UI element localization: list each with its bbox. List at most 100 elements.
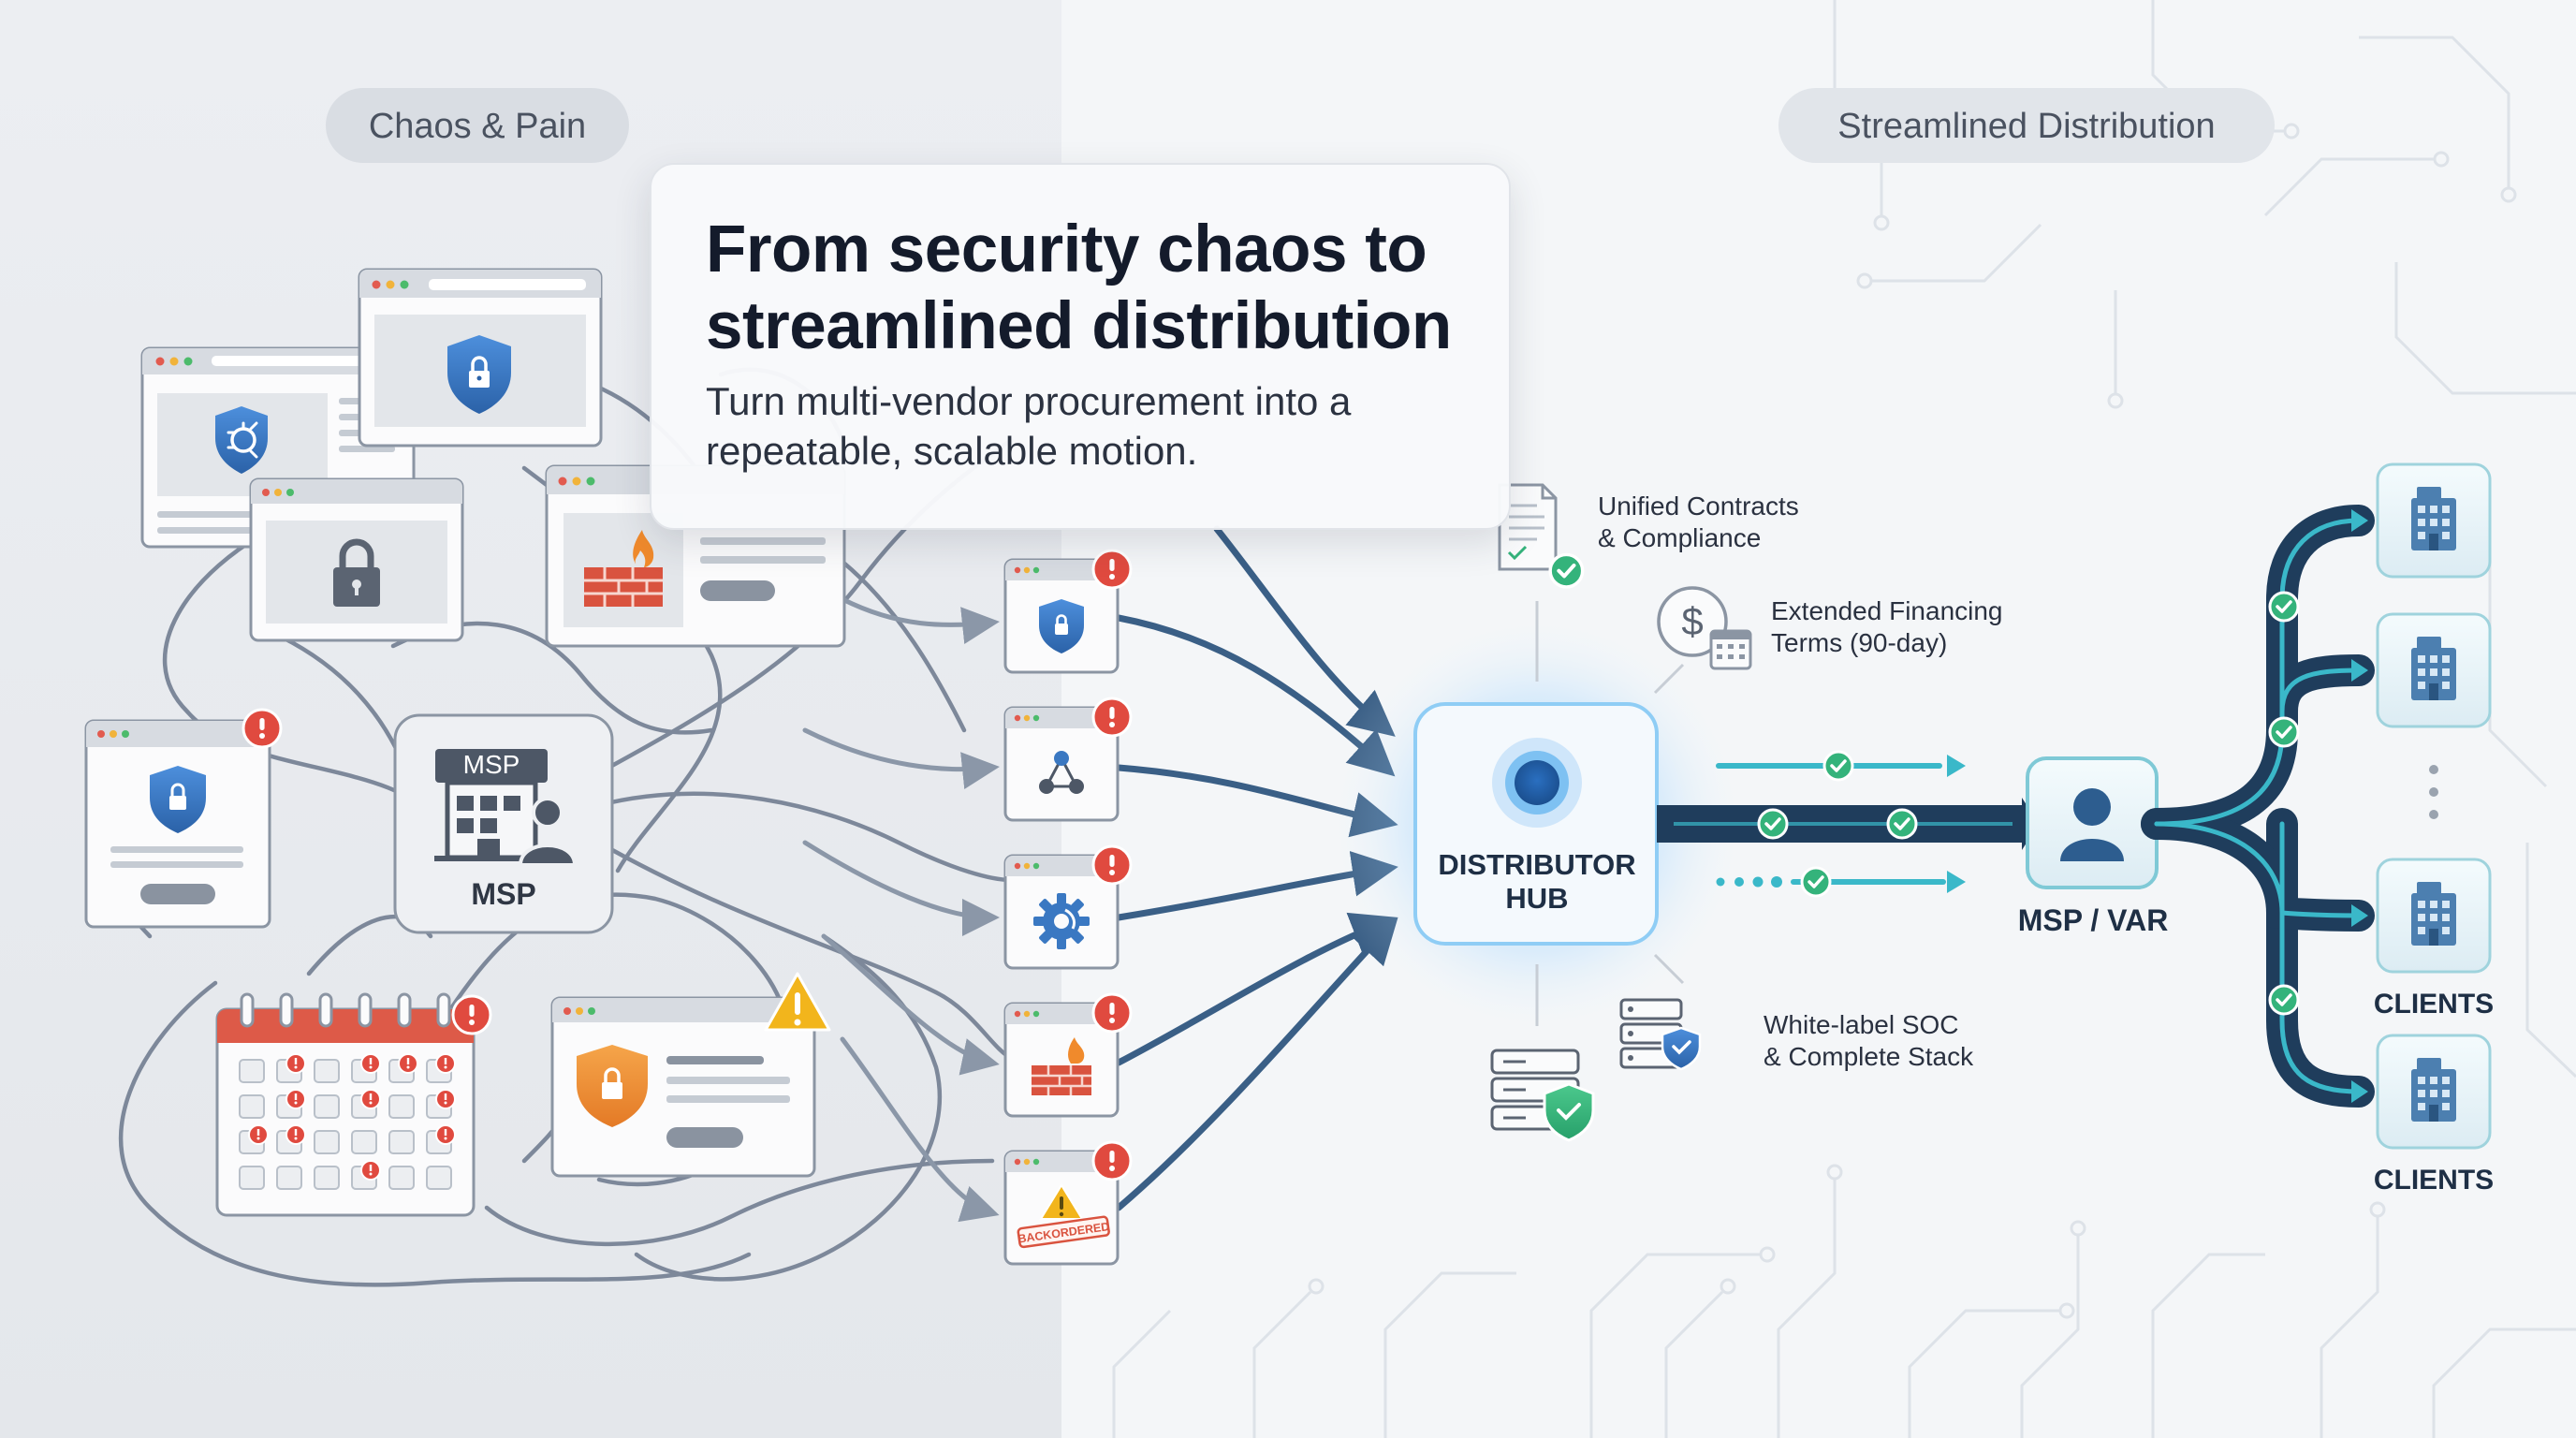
alert-icon [1091, 549, 1133, 590]
subtitle-line1: Turn multi-vendor procurement into a [706, 379, 1352, 423]
calendar-cell [314, 1166, 340, 1190]
vendor-tile-backordered: BACKORDERED [1003, 1140, 1133, 1266]
server-shield-icon [1619, 998, 1702, 1071]
vendor-window-shield-lock [358, 268, 603, 448]
calendar-cell [426, 1166, 452, 1190]
check-icon [1822, 750, 1854, 782]
client-tile [2376, 462, 2492, 579]
calendar-alert-dot [285, 1053, 306, 1074]
check-icon [2268, 591, 2300, 623]
title-line1: From security chaos to [706, 213, 1427, 286]
calendar-cell [388, 1130, 415, 1154]
calendar-cell [276, 1166, 302, 1190]
msp-building-icon [434, 749, 578, 867]
vendor-window-warning [550, 972, 831, 1178]
check-icon [1800, 866, 1832, 898]
alert-icon [451, 994, 492, 1035]
warning-icon [764, 972, 831, 1032]
msp-sign-text: MSP [463, 750, 520, 779]
calendar-alert-dot [285, 1124, 306, 1145]
calendar-card [215, 992, 492, 1217]
firewall-icon [1032, 1037, 1091, 1095]
left-section-pill: Chaos & Pain [326, 88, 629, 163]
financing-calendar-icon: $ [1657, 586, 1752, 670]
hub-to-msp-flow [1657, 750, 2039, 898]
hub-label-line2: HUB [1505, 882, 1568, 915]
msp-var-node: MSP / VAR [2018, 756, 2169, 937]
check-icon [2268, 984, 2300, 1016]
calendar-cell [239, 1059, 265, 1083]
clients-label-upper: CLIENTS [2374, 989, 2494, 1020]
alert-icon [1091, 1140, 1133, 1181]
network-icon [1039, 751, 1084, 794]
calendar-cell [314, 1130, 340, 1154]
calendar-alert-dot [435, 1053, 456, 1074]
hub-benefit-connectors [1535, 601, 1685, 1026]
benefit-extended-financing: Extended Financing Terms (90-day) [1771, 596, 2003, 657]
msp-label: MSP [471, 877, 535, 911]
subtitle-line2: repeatable, scalable motion. [706, 429, 1198, 473]
hub-label-line1: DISTRIBUTOR [1438, 848, 1635, 881]
calendar-alert-dot [435, 1124, 456, 1145]
client-tiles [2376, 462, 2492, 1150]
msp-building-card: MSP MSP [393, 713, 614, 934]
vendor-tile-shield [1003, 549, 1133, 674]
check-icon [1757, 808, 1789, 840]
calendar-cell [239, 1166, 265, 1190]
lock-shield-icon [447, 335, 511, 414]
lock-shield-icon [150, 766, 206, 833]
calendar-alert-dot [360, 1053, 381, 1074]
client-tile [2376, 1034, 2492, 1150]
page-subtitle: Turn multi-vendor procurement into a rep… [706, 376, 1509, 476]
contract-check-icon [1498, 483, 1583, 587]
client-tile [2376, 612, 2492, 728]
vendor-tile-firewall [1003, 992, 1133, 1118]
shield-icon [1039, 599, 1084, 653]
right-section-label: Streamlined Distribution [1837, 107, 2215, 146]
left-section-label: Chaos & Pain [369, 107, 586, 146]
distributor-hub: DISTRIBUTOR HUB [1322, 609, 1752, 1039]
calendar-alert-dot [285, 1089, 306, 1109]
benefit-label-line1: White-label SOC [1764, 1010, 1959, 1039]
msp-var-label: MSP / VAR [2018, 903, 2169, 937]
calendar-cell [314, 1094, 340, 1119]
calendar-alert-dot [435, 1089, 456, 1109]
vendor-window-shield-alert [84, 708, 283, 929]
vendor-tile-network [1003, 697, 1133, 822]
bug-shield-icon [215, 406, 268, 474]
calendar-cell [239, 1094, 265, 1119]
client-tile [2376, 858, 2492, 974]
calendar-grid [239, 1053, 456, 1190]
benefit-white-label-soc: White-label SOC & Complete Stack [1764, 1010, 1974, 1071]
calendar-cell [388, 1166, 415, 1190]
benefit-unified-contracts: Unified Contracts & Compliance [1598, 492, 1799, 552]
gear-icon [1033, 893, 1090, 949]
calendar-cell [388, 1094, 415, 1119]
benefit-label-line2: & Compliance [1598, 523, 1761, 552]
page-title: From security chaos to streamlined distr… [706, 212, 1509, 365]
alert-icon [1091, 992, 1133, 1034]
check-icon [1886, 808, 1918, 840]
server-shield-check-icon [1490, 1049, 1595, 1142]
benefit-label-line1: Extended Financing [1771, 596, 2003, 625]
client-distribution-tree [2141, 505, 2375, 1108]
title-line2: streamlined distribution [706, 289, 1452, 363]
svg-text:$: $ [1681, 599, 1703, 643]
clients-label-lower: CLIENTS [2374, 1165, 2494, 1196]
benefit-label-line2: & Complete Stack [1764, 1042, 1974, 1071]
padlock-icon [333, 538, 380, 607]
circuit-traces-decoration [1112, 0, 2576, 1438]
calendar-alert-dot [360, 1089, 381, 1109]
title-card: From security chaos to streamlined distr… [650, 163, 1511, 530]
orange-lock-shield-icon [577, 1045, 648, 1127]
calendar-alert-dot [398, 1053, 418, 1074]
right-section-pill: Streamlined Distribution [1778, 88, 2275, 163]
firewall-icon [584, 530, 663, 607]
calendar-alert-dot [248, 1124, 269, 1145]
vendor-tiles: BACKORDERED [1003, 549, 1133, 1266]
benefit-label-line2: Terms (90-day) [1771, 628, 1947, 657]
vendor-window-padlock [249, 477, 464, 642]
calendar-cell [351, 1130, 377, 1154]
calendar-alert-dot [360, 1160, 381, 1181]
